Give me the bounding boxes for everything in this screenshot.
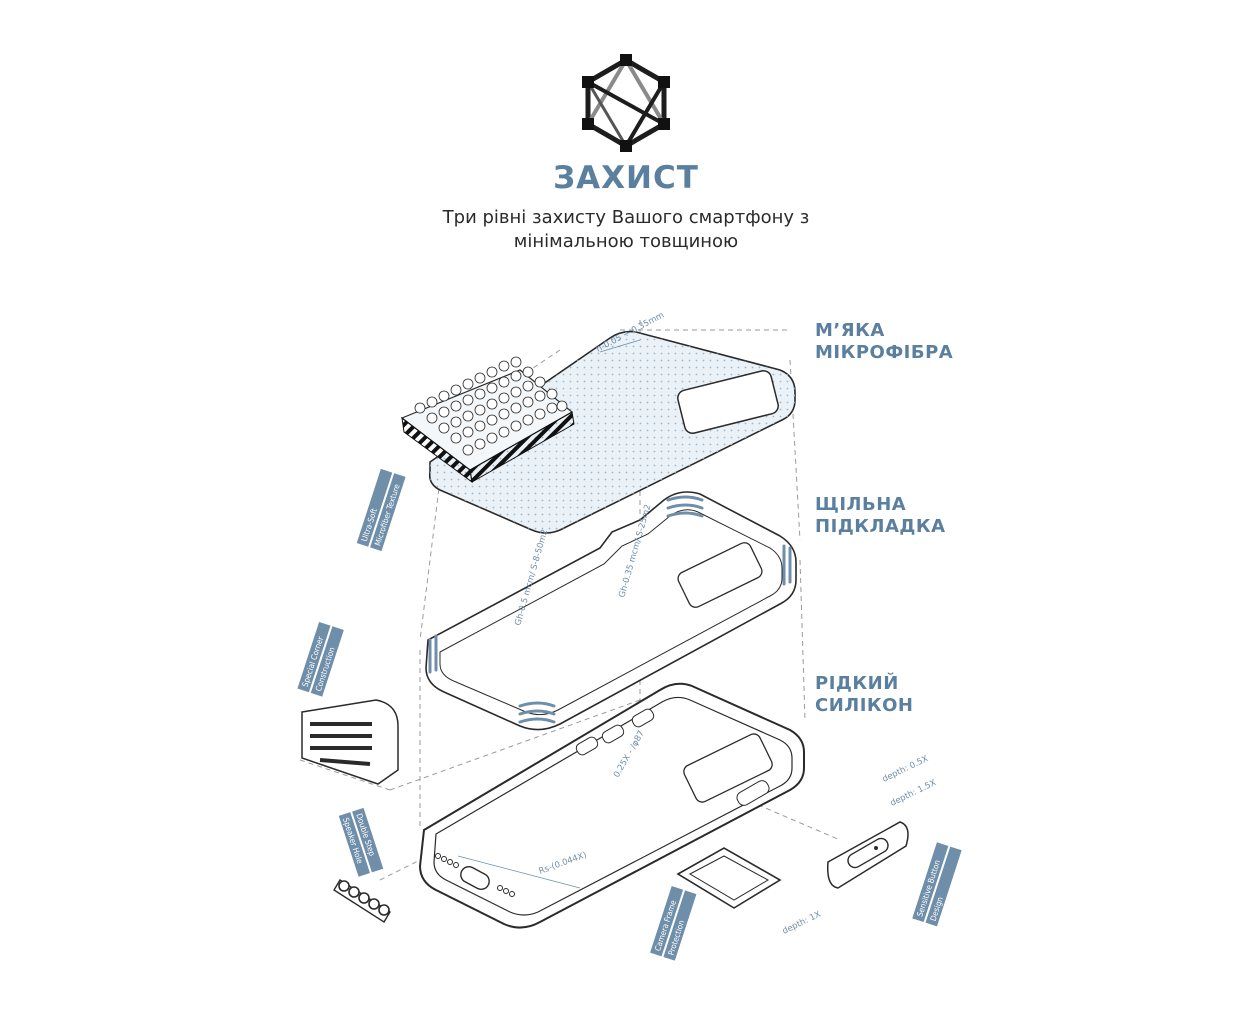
tag-button: Sensitive Button Design (912, 842, 962, 927)
camera-frame-detail (676, 847, 782, 909)
layer-label-microfiber: М’ЯКА МІКРОФІБРА (815, 320, 953, 364)
hexagon-network-icon (582, 54, 670, 152)
tag-camera: Camera Frame Protection (650, 886, 697, 961)
tag-speaker: Double Step Speaker Hole (338, 807, 384, 877)
liner-layer: Gh-0.35 mcm/ S-25m2 Gh-0.5 mcm/ S-8-50m2 (425, 491, 797, 731)
layer-label-silicone: РІДКИЙ СИЛІКОН (815, 673, 914, 717)
subtitle-line-2: мінімальною товщиною (513, 231, 739, 252)
tag-corner: Special Corner Construction (297, 621, 344, 697)
layer-label-liner: ЩІЛЬНА ПІДКЛАДКА (815, 494, 946, 538)
page-title: ЗАХИСТ (553, 160, 699, 196)
dim-depth-05: depth: 0.5X (881, 754, 930, 785)
layer-label-line: МІКРОФІБРА (815, 342, 954, 363)
layer-label-line: ПІДКЛАДКА (815, 516, 946, 537)
dim-depth-15: depth: 1.5X (889, 778, 938, 809)
microfiber-layer: h-0.05 ÷ 0.35mm (400, 310, 796, 534)
layer-label-line: СИЛІКОН (815, 695, 914, 716)
subtitle-line-1: Три рівні захисту Вашого смартфону з (442, 207, 810, 228)
page-subtitle: Три рівні захисту Вашого смартфону з мін… (376, 206, 876, 254)
silicone-layer: Rs-(0.044X) 0.25X - /φ87 (418, 682, 805, 929)
layer-label-line: М’ЯКА (815, 320, 885, 341)
corner-detail (301, 699, 399, 785)
dim-depth-1: depth: 1X (781, 909, 823, 936)
button-detail: depth: 0.5X depth: 1.5X depth: 1X (781, 754, 938, 937)
speaker-detail (333, 879, 391, 923)
tag-microfiber: Ultra-Soft Microfiber Texture (356, 468, 406, 552)
layer-label-line: РІДКИЙ (815, 673, 899, 694)
layer-label-line: ЩІЛЬНА (815, 494, 907, 515)
